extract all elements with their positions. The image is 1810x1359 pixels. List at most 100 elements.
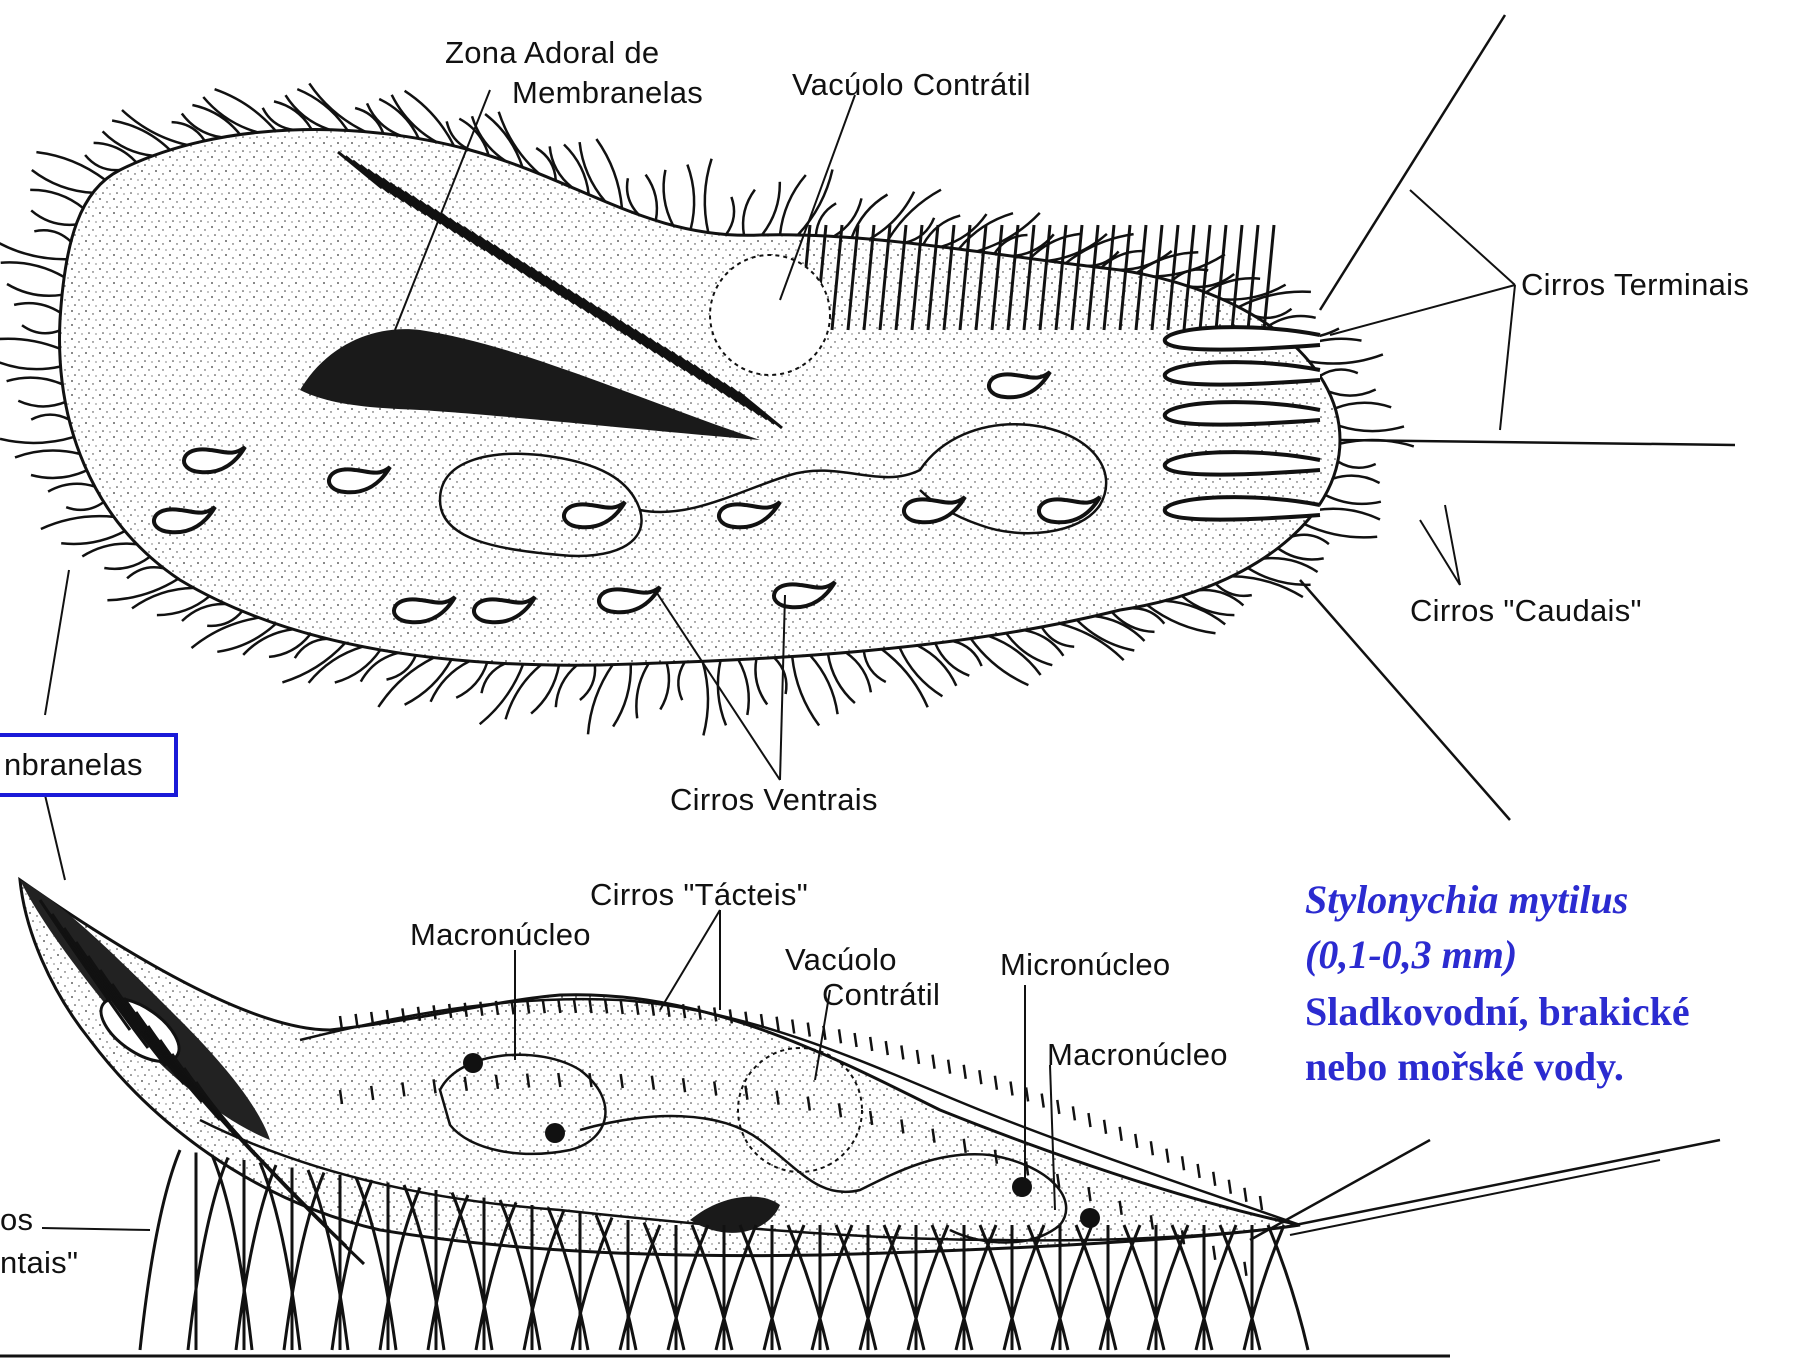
cilium — [31, 470, 87, 478]
cilium — [556, 665, 577, 707]
label-macronucleo-left: Macronúcleo — [410, 917, 591, 952]
cilium — [588, 665, 613, 735]
cilium — [0, 437, 74, 443]
cilium — [1189, 274, 1234, 287]
cilium — [30, 190, 83, 208]
species-caption: Stylonychia mytilus (0,1-0,3 mm) Sladkov… — [1305, 877, 1690, 1089]
cilium — [664, 170, 674, 226]
cilium — [378, 658, 433, 707]
cilium — [888, 190, 942, 241]
cilium — [738, 660, 748, 715]
cilium — [780, 175, 806, 235]
cilium — [15, 451, 80, 458]
tactile-cirrus — [855, 1033, 857, 1047]
cilium — [103, 131, 153, 155]
cilium — [1216, 584, 1252, 596]
tactile-cirrus — [792, 1020, 794, 1034]
label-macronucleo-right: Macronúcleo — [1047, 1037, 1228, 1072]
tactile-cirrus — [1088, 1113, 1090, 1127]
caudal-cirrus — [1165, 327, 1320, 349]
cilium — [613, 664, 631, 727]
caudal-cirrus — [1165, 402, 1320, 424]
caption-habitat-2: nebo mořské vody. — [1305, 1044, 1624, 1089]
cilium — [810, 655, 838, 714]
label-cirros-ventrais: Cirros Ventrais — [670, 782, 878, 817]
cilium — [107, 579, 178, 601]
tactile-cirrus — [839, 1029, 841, 1043]
label-cirros-terminais: Cirros Terminais — [1521, 267, 1749, 302]
tactile-cirrus — [1198, 1164, 1200, 1178]
label-vacuolo-contratil: Vacúolo Contrátil — [792, 67, 1031, 102]
cilium — [660, 663, 669, 710]
cilium — [48, 484, 95, 492]
cilium — [263, 108, 294, 130]
tactile-cirrus — [1042, 1094, 1044, 1108]
cilium — [157, 596, 210, 615]
tactile-cirrus — [1244, 1188, 1246, 1202]
cilium — [0, 361, 61, 369]
label-membranelas-box: nbranelas — [4, 747, 143, 782]
cilium — [7, 284, 62, 296]
cilium — [85, 155, 120, 170]
tactile-cirrus — [886, 1041, 888, 1055]
caption-species: Stylonychia mytilus — [1305, 877, 1628, 922]
cilium — [1232, 576, 1303, 597]
cilium — [104, 557, 150, 569]
macronucleus-dot-2 — [545, 1123, 565, 1143]
cilium — [1309, 354, 1383, 363]
cirrus-strand — [140, 1150, 180, 1350]
label-zona-adoral-2: Membranelas — [512, 75, 703, 110]
tactile-cirrus — [917, 1050, 919, 1064]
tactile-cirrus — [964, 1065, 966, 1079]
cilium — [0, 241, 67, 259]
cilium — [636, 664, 648, 719]
cilium — [846, 653, 871, 693]
cilium — [34, 230, 71, 241]
cilium — [405, 660, 452, 705]
cilium — [774, 658, 786, 694]
cilium — [705, 159, 712, 233]
label-cut-left-2: ntais" — [0, 1245, 78, 1280]
tactile-cirrus — [1057, 1100, 1059, 1114]
tactile-cirrus — [995, 1076, 997, 1090]
tactile-cirrus — [901, 1045, 903, 1059]
tactile-cirrus — [1073, 1106, 1075, 1120]
posterior-cirrus-2 — [1290, 1160, 1660, 1235]
cirrus-strand — [1220, 1225, 1260, 1350]
cilium — [1329, 390, 1376, 396]
cirrus-strand — [1196, 1225, 1236, 1350]
cilium — [1042, 627, 1075, 647]
cilium — [172, 122, 205, 141]
tactile-cirrus — [1026, 1087, 1028, 1101]
cilium — [61, 531, 125, 544]
tactile-cirrus — [1104, 1120, 1106, 1134]
label-vacuolo: Vacúolo — [785, 942, 897, 977]
cilium — [580, 665, 595, 700]
cilium — [1199, 590, 1244, 605]
cirrus-strand — [1268, 1225, 1308, 1350]
cilium — [269, 634, 310, 657]
cilium — [792, 657, 819, 726]
cilium — [703, 661, 708, 735]
cilium — [387, 655, 416, 679]
caudal-cirrus — [1165, 452, 1320, 474]
cilium — [7, 378, 63, 385]
cilium — [182, 604, 226, 621]
cilium — [743, 190, 755, 236]
cilium — [1292, 535, 1329, 544]
tactile-cirrus — [1135, 1134, 1137, 1148]
caption-habitat-1: Sladkovodní, brakické — [1305, 989, 1690, 1034]
inner-bristle — [1213, 1246, 1215, 1260]
cilium — [127, 567, 164, 578]
tactile-cirrus — [1182, 1156, 1184, 1170]
tactile-cirrus — [1213, 1172, 1215, 1186]
label-micronucleo: Micronúcleo — [1000, 947, 1170, 982]
cilium — [762, 182, 780, 235]
cilium — [297, 89, 347, 130]
cilium — [646, 175, 657, 221]
cilium — [1339, 426, 1404, 431]
cilium — [1335, 403, 1391, 409]
cilium — [1059, 624, 1123, 661]
tactile-cirrus — [1166, 1149, 1168, 1163]
